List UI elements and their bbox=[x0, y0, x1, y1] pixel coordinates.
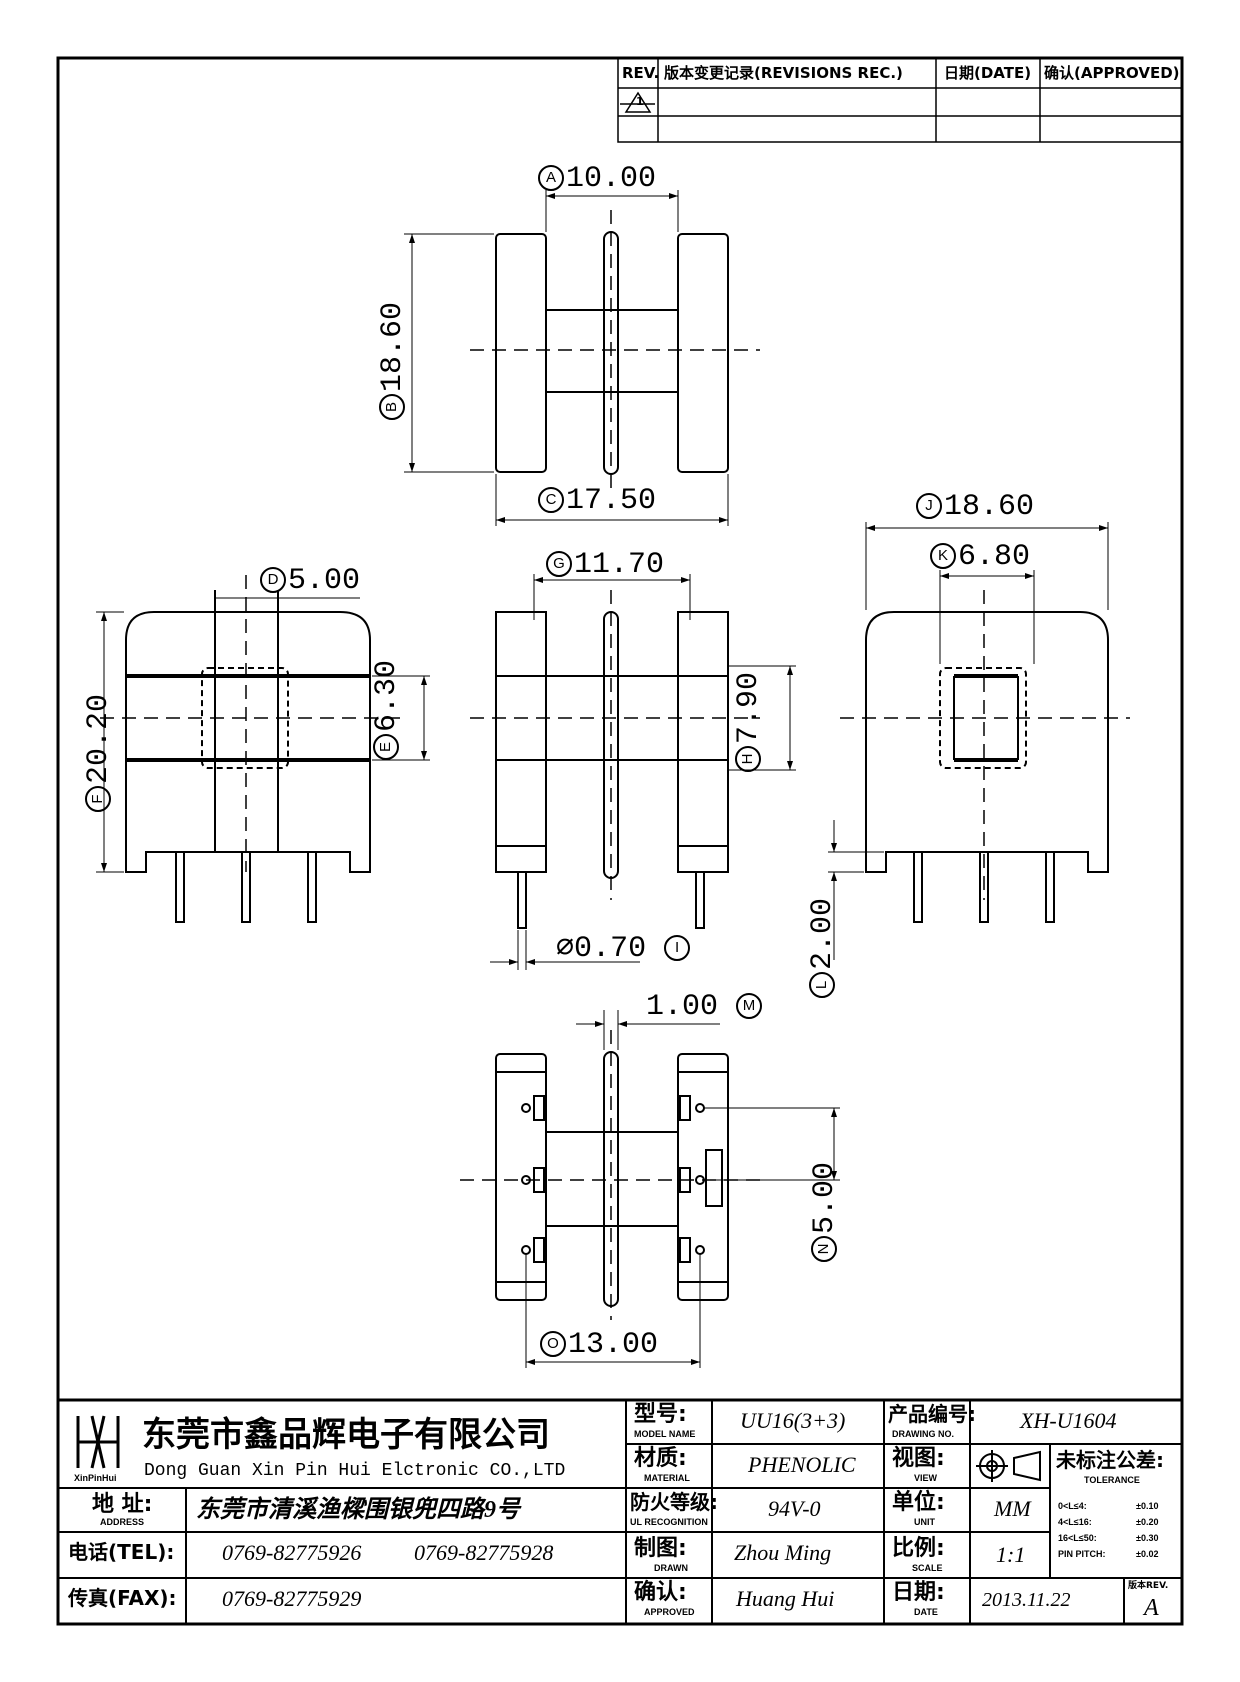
drawn-label: 制图: bbox=[634, 1536, 687, 1561]
revisions-record-header: 版本变更记录(REVISIONS REC.) bbox=[664, 64, 903, 82]
model-label: 型号: bbox=[634, 1402, 687, 1427]
date-label-en: DATE bbox=[914, 1607, 938, 1617]
approved-header: 确认(APPROVED) bbox=[1044, 64, 1180, 82]
dim-B: B18.60 bbox=[376, 302, 410, 420]
dim-L: L2.00 bbox=[806, 898, 840, 998]
tolerance-row-1-range: 0<L≤4: bbox=[1058, 1501, 1087, 1511]
scale-label-en: SCALE bbox=[912, 1563, 943, 1573]
front-view bbox=[470, 574, 796, 970]
tel-label: 电话(TEL): bbox=[68, 1540, 175, 1564]
date-label: 日期: bbox=[892, 1580, 945, 1605]
tolerance-row-4-value: ±0.02 bbox=[1136, 1549, 1159, 1559]
left-view bbox=[96, 575, 430, 923]
dim-N: N5.00 bbox=[808, 1162, 842, 1262]
right-view bbox=[828, 522, 1130, 960]
company-logo bbox=[76, 1415, 120, 1469]
drawing-border bbox=[56, 56, 1184, 1626]
company-name-cn: 东莞市鑫品辉电子有限公司 bbox=[142, 1415, 550, 1455]
model-value: UU16(3+3) bbox=[740, 1408, 846, 1433]
tolerance-row-2-range: 4<L≤16: bbox=[1058, 1517, 1092, 1527]
fax-label: 传真(FAX): bbox=[68, 1586, 177, 1610]
drawing-no-label: 产品编号: bbox=[888, 1402, 976, 1426]
tolerance-label-en: TOLERANCE bbox=[1084, 1475, 1140, 1485]
material-label: 材质: bbox=[634, 1446, 687, 1471]
unit-label: 单位: bbox=[892, 1490, 945, 1515]
ul-label-en: UL RECOGNITION bbox=[630, 1517, 708, 1527]
title-block bbox=[56, 1398, 1184, 1626]
bottom-view bbox=[460, 1010, 840, 1368]
material-label-en: MATERIAL bbox=[644, 1473, 690, 1483]
model-label-en: MODEL NAME bbox=[634, 1429, 696, 1439]
unit-label-en: UNIT bbox=[914, 1517, 935, 1527]
ul-label: 防火等级: bbox=[630, 1490, 718, 1514]
dim-F: F20.20 bbox=[82, 694, 116, 812]
approved-label: 确认: bbox=[634, 1580, 687, 1605]
tolerance-row-4-range: PIN PITCH: bbox=[1058, 1549, 1106, 1559]
view-label-en: VIEW bbox=[914, 1473, 938, 1483]
ul-value: 94V-0 bbox=[768, 1496, 821, 1521]
date-header: 日期(DATE) bbox=[944, 64, 1032, 82]
revision-triangle-number: 1 bbox=[636, 95, 644, 108]
unit-value: MM bbox=[994, 1496, 1031, 1521]
projection-symbol-icon bbox=[976, 1450, 1041, 1482]
approved-value: Huang Hui bbox=[736, 1586, 835, 1611]
company-name-en: Dong Guan Xin Pin Hui Elctronic CO.,LTD bbox=[144, 1461, 566, 1481]
tolerance-row-3-value: ±0.30 bbox=[1136, 1533, 1159, 1543]
drawing-no-label-en: DRAWING NO. bbox=[892, 1429, 954, 1439]
tel-2: 0769-82775928 bbox=[414, 1540, 554, 1565]
rev-value: A bbox=[1144, 1595, 1159, 1621]
tolerance-row-3-range: 16<L≤50: bbox=[1058, 1533, 1097, 1543]
view-label: 视图: bbox=[892, 1446, 945, 1471]
dim-M: 1.00 M bbox=[646, 992, 764, 1022]
scale-label: 比例: bbox=[892, 1536, 945, 1561]
dim-I: ∅0.70 I bbox=[556, 934, 692, 964]
drawn-label-en: DRAWN bbox=[654, 1563, 688, 1573]
address-label-en: ADDRESS bbox=[100, 1517, 145, 1527]
address-label: 地 址: bbox=[92, 1492, 153, 1517]
logo-text: XinPinHui bbox=[74, 1473, 117, 1483]
dim-E: E6.30 bbox=[370, 660, 404, 760]
scale-value: 1:1 bbox=[996, 1542, 1026, 1567]
drawn-value: Zhou Ming bbox=[734, 1540, 832, 1565]
date-value: 2013.11.22 bbox=[982, 1589, 1071, 1611]
rev-header: REV. bbox=[622, 64, 660, 82]
address-value: 东莞市清溪渔樑围银兜四路9号 bbox=[196, 1497, 520, 1523]
tolerance-row-2-value: ±0.20 bbox=[1136, 1517, 1159, 1527]
material-value: PHENOLIC bbox=[748, 1452, 856, 1477]
rev-label: 版本REV. bbox=[1128, 1581, 1169, 1591]
tolerance-label: 未标注公差: bbox=[1056, 1448, 1164, 1472]
revision-table bbox=[617, 57, 1183, 143]
dim-H: H7.90 bbox=[732, 672, 766, 772]
tel-1: 0769-82775926 bbox=[222, 1540, 362, 1565]
approved-label-en: APPROVED bbox=[644, 1607, 695, 1617]
tolerance-row-1-value: ±0.10 bbox=[1136, 1501, 1159, 1511]
top-view bbox=[404, 190, 760, 526]
drawing-no-value: XH-U1604 bbox=[1020, 1408, 1117, 1433]
revision-triangle-icon bbox=[624, 91, 652, 113]
fax-value: 0769-82775929 bbox=[222, 1586, 362, 1611]
